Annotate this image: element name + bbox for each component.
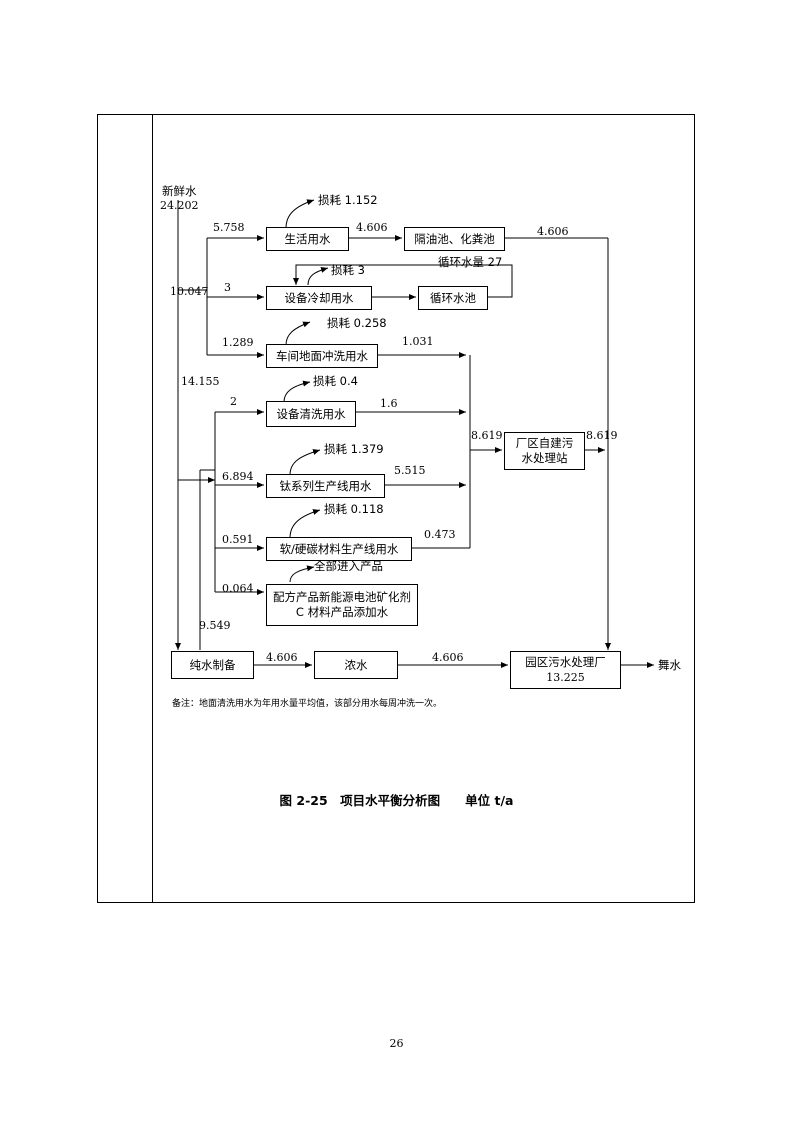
flow-pure-conc: 4.606	[266, 651, 298, 664]
park-wwtp-label: 园区污水处理厂	[525, 655, 606, 669]
note-curve-formula	[289, 565, 315, 583]
flow-to-floor: 1.289	[222, 336, 254, 349]
flow-to-cooling: 3	[224, 281, 231, 294]
formula-note: 全部进入产品	[314, 559, 383, 573]
discharge-label: 舞水	[658, 658, 681, 672]
page-number: 26	[389, 1037, 404, 1050]
box-cooling-water: 设备冷却用水	[266, 286, 372, 310]
loss-clean: 损耗 0.4	[313, 374, 358, 388]
loss-curve-soft	[289, 509, 321, 539]
loss-ti: 损耗 1.379	[324, 442, 384, 456]
flow-floor-out: 1.031	[402, 335, 434, 348]
flow-conc-out: 4.606	[432, 651, 464, 664]
loss-cooling: 损耗 3	[331, 263, 365, 277]
loss-soft: 损耗 0.118	[324, 502, 384, 516]
figure-caption: 图 2-25 项目水平衡分析图 单位 t/a	[279, 793, 514, 808]
flow-pure-in: 9.549	[199, 619, 231, 632]
box-ti-line: 钛系列生产线用水	[266, 474, 385, 498]
flow-to-domestic: 5.758	[213, 221, 245, 234]
box-plant-wwtp: 厂区自建污水处理站	[504, 432, 585, 470]
loss-curve-domestic	[285, 199, 315, 229]
box-pure-water: 纯水制备	[171, 651, 254, 679]
circulation-loop	[293, 264, 513, 298]
source-value: 24.202	[160, 199, 199, 212]
flow-branch-low: 14.155	[181, 375, 220, 388]
flow-oil-out: 4.606	[537, 225, 569, 238]
flow-to-formula: 0.064	[222, 582, 254, 595]
loss-curve-floor	[285, 321, 311, 346]
box-circulation-pool: 循环水池	[418, 286, 488, 310]
table-column-divider	[152, 114, 153, 903]
box-formula-product: 配方产品新能源电池矿化剂 C 材料产品添加水	[266, 584, 418, 626]
flow-branch-mid: 10.047	[170, 285, 209, 298]
flow-ti-out: 5.515	[394, 464, 426, 477]
flow-plant-out: 8.619	[586, 429, 618, 442]
box-floor-wash: 车间地面冲洗用水	[266, 344, 378, 368]
box-oil-septic: 隔油池、化粪池	[404, 227, 505, 251]
box-park-wwtp: 园区污水处理厂 13.225	[510, 651, 621, 689]
box-soft-hard-line: 软/硬碳材料生产线用水	[266, 537, 412, 561]
park-wwtp-value: 13.225	[546, 671, 585, 684]
box-domestic-water: 生活用水	[266, 227, 349, 251]
diagram-note: 备注：地面清洗用水为年用水量平均值，该部分用水每周冲洗一次。	[172, 699, 443, 709]
source-name: 新鲜水	[162, 184, 197, 198]
loss-curve-cooling	[307, 267, 329, 286]
loss-curve-ti	[289, 449, 321, 476]
box-equipment-clean: 设备清洗用水	[266, 401, 356, 427]
box-concentrate: 浓水	[314, 651, 398, 679]
flow-domestic-out: 4.606	[356, 221, 388, 234]
circulation-volume: 循环水量 27	[438, 255, 503, 269]
flow-to-plant: 8.619	[471, 429, 503, 442]
flow-clean-out: 1.6	[380, 397, 398, 410]
flow-to-ti: 6.894	[222, 470, 254, 483]
loss-curve-clean	[283, 380, 311, 403]
table-frame	[97, 114, 695, 903]
flow-soft-out: 0.473	[424, 528, 456, 541]
loss-floor: 损耗 0.258	[327, 316, 387, 330]
flow-to-soft: 0.591	[222, 533, 254, 546]
flow-to-clean: 2	[230, 395, 237, 408]
loss-domestic: 损耗 1.152	[318, 193, 378, 207]
